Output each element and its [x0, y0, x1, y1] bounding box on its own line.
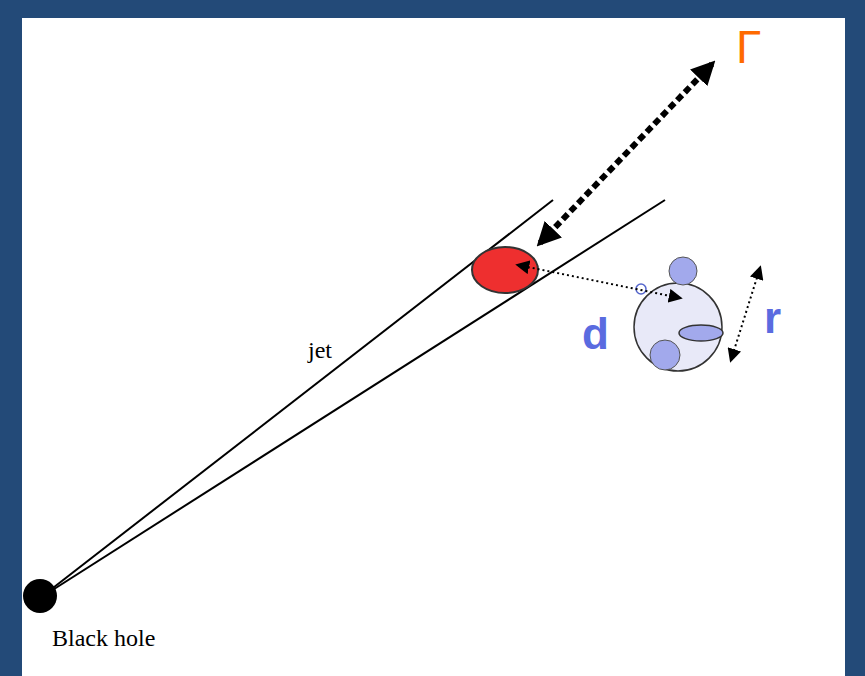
clump: [679, 325, 723, 341]
jet-edge: [40, 200, 553, 598]
jet-edge: [40, 200, 665, 598]
black-hole-label: Black hole: [52, 626, 155, 650]
clump: [669, 257, 697, 285]
gamma-label: Γ: [736, 24, 761, 70]
jet-label: jet: [308, 338, 332, 362]
cloud: [634, 283, 722, 371]
black-hole: [23, 579, 57, 613]
clump: [650, 340, 680, 370]
radius-arrow: [731, 268, 760, 360]
distance-arrow: [518, 265, 680, 298]
distance-label: d: [582, 312, 609, 356]
radius-label: r: [764, 296, 781, 340]
emission-blob: [472, 247, 538, 293]
lorentz-arrow: [540, 64, 712, 243]
